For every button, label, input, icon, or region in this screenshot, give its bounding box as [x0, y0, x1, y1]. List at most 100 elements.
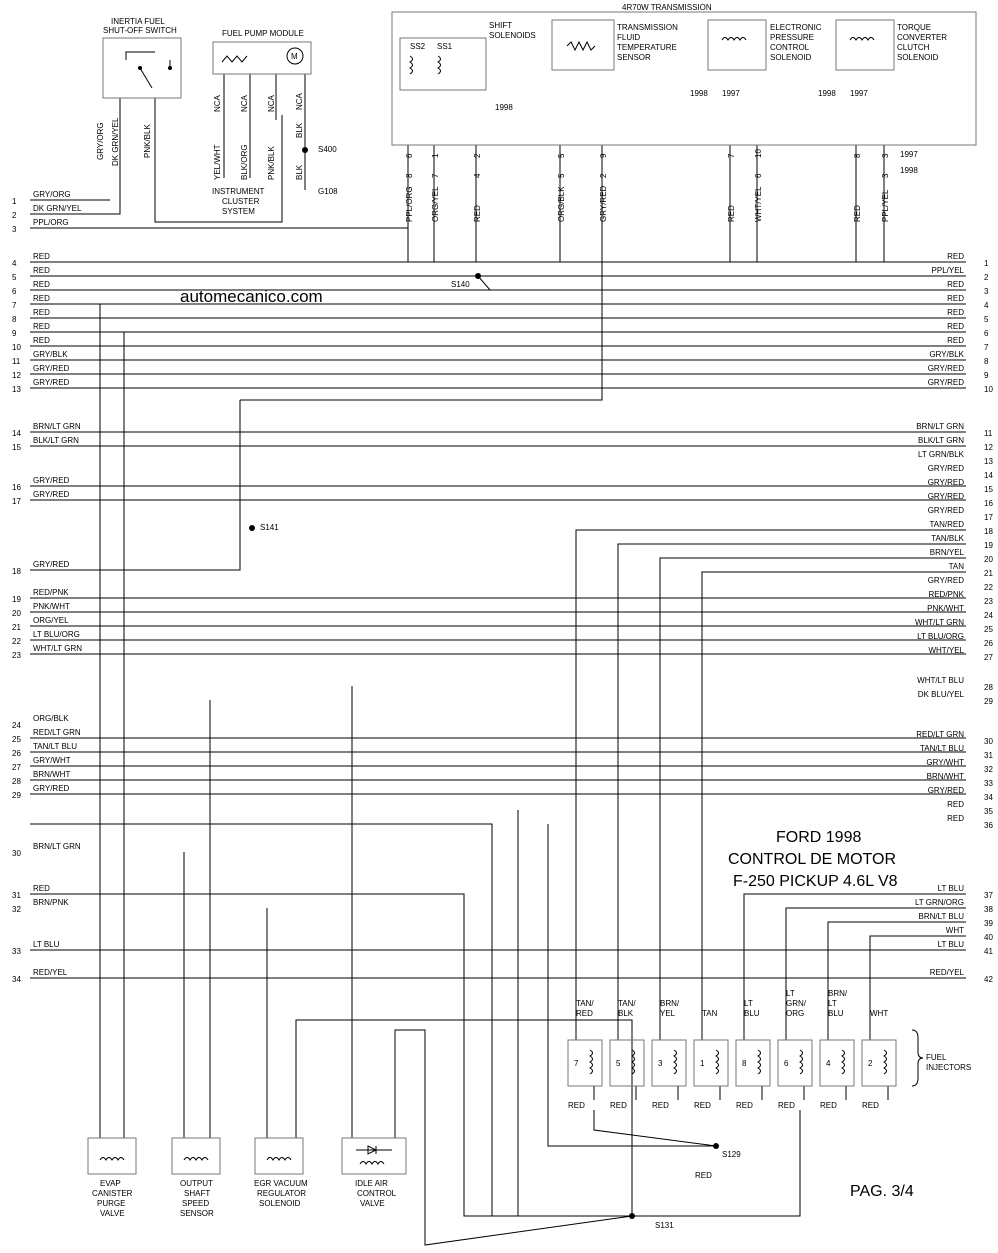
top-wire-label-7: YEL/WHT: [213, 144, 222, 180]
trans-wire-color-1: ORG/YEL: [431, 186, 440, 222]
injector-top-2-0: WHT: [870, 1009, 888, 1018]
trans-pin-6: 10: [754, 149, 763, 158]
left-wire-label-26: TAN/LT BLU: [33, 742, 77, 751]
left-pin-13: 13: [12, 385, 21, 394]
top-wire-label-0: GRY/ORG: [96, 122, 105, 160]
left-pin-31: 31: [12, 891, 21, 900]
svg-text:INERTIA FUEL: INERTIA FUEL: [111, 17, 165, 26]
left-pin-22: 22: [12, 637, 21, 646]
right-pin-27: 27: [984, 653, 993, 662]
right-wire-label-42: RED/YEL: [930, 968, 965, 977]
right-wire-label-38: LT GRN/ORG: [915, 898, 964, 907]
right-pin-23: 23: [984, 597, 993, 606]
injector-2: [861, 1039, 897, 1087]
coil-icon: [715, 1049, 719, 1075]
injector-top-6-1: GRN/: [786, 999, 807, 1008]
left-pin-3: 3: [12, 225, 17, 234]
right-pin-26: 26: [984, 639, 993, 648]
right-wire-label-28: WHT/LT BLU: [917, 676, 964, 685]
left-wire-label-15: BLK/LT GRN: [33, 436, 79, 445]
injector-num-6: 6: [784, 1059, 789, 1068]
trans-pin2-4: 2: [599, 173, 608, 178]
left-wire-label-14: BRN/LT GRN: [33, 422, 81, 431]
right-wire-label-21: TAN: [949, 562, 965, 571]
right-wire-label-27: WHT/YEL: [928, 646, 964, 655]
injector-top-5-1: BLK: [618, 1009, 634, 1018]
left-pin-25: 25: [12, 735, 21, 744]
trans-pin-4: 9: [599, 153, 608, 158]
left-pin-15: 15: [12, 443, 21, 452]
trans-wire-color-6: WHT/YEL: [754, 186, 763, 222]
right-wire-label-18: TAN/RED: [929, 520, 964, 529]
top-wire-label-9: PNK/BLK: [267, 146, 276, 180]
year-1997-c: 1997: [850, 89, 868, 98]
right-wire-label-16: GRY/RED: [928, 492, 965, 501]
right-pin-34: 34: [984, 793, 993, 802]
injector-7: [567, 1039, 603, 1087]
svg-text:CONVERTER: CONVERTER: [897, 33, 947, 42]
left-wire-label-5: RED: [33, 266, 50, 275]
splice-s400-dot: [302, 147, 308, 153]
trans-pin2-0: 8: [405, 173, 414, 178]
left-pin-34: 34: [12, 975, 21, 984]
left-pin-28: 28: [12, 777, 21, 786]
top-wire-label-3: NCA: [213, 94, 222, 112]
right-pin-18: 18: [984, 527, 993, 536]
left-wire-label-29: GRY/RED: [33, 784, 70, 793]
svg-text:REGULATOR: REGULATOR: [257, 1189, 306, 1198]
right-wire-label-14: GRY/RED: [928, 464, 965, 473]
s140-label: S140: [451, 280, 470, 289]
watermark: automecanico.com: [180, 287, 323, 306]
left-pin-27: 27: [12, 763, 21, 772]
year-1998-pin: 1998: [900, 166, 918, 175]
injector-top-4-0: BRN/: [828, 989, 848, 998]
inj-feed-1: [617, 543, 966, 1024]
left-wire-label-32: BRN/PNK: [33, 898, 69, 907]
left-pin-26: 26: [12, 749, 21, 758]
svg-text:EVAP: EVAP: [100, 1179, 121, 1188]
left-wire-label-3: PPL/ORG: [33, 218, 69, 227]
svg-text:TEMPERATURE: TEMPERATURE: [617, 43, 677, 52]
right-wire-label-12: BLK/LT GRN: [918, 436, 964, 445]
left-wire-label-28: BRN/WHT: [33, 770, 70, 779]
top-wire-label-1: DK GRN/YEL: [111, 117, 120, 166]
right-pin-33: 33: [984, 779, 993, 788]
right-pin-28: 28: [984, 683, 993, 692]
trans-pin-8: 3: [881, 153, 890, 158]
svg-text:EGR VACUUM: EGR VACUUM: [254, 1179, 308, 1188]
left-pin-33: 33: [12, 947, 21, 956]
right-wire-label-22: GRY/RED: [928, 576, 965, 585]
right-pin-20: 20: [984, 555, 993, 564]
ss2-label: SS2: [410, 42, 426, 51]
trans-pin-1: 1: [431, 153, 440, 158]
coil-icon: [799, 1049, 803, 1075]
trans-wire-color-7: RED: [853, 205, 862, 222]
svg-text:ELECTRONIC: ELECTRONIC: [770, 23, 822, 32]
inj-feed-6: [827, 921, 966, 1024]
right-wire-label-29: DK BLU/YEL: [918, 690, 965, 699]
left-wire-label-13: GRY/RED: [33, 378, 70, 387]
left-pin-6: 6: [12, 287, 17, 296]
right-pin-3: 3: [984, 287, 989, 296]
left-wire-label-10: RED: [33, 336, 50, 345]
svg-text:SOLENOID: SOLENOID: [770, 53, 812, 62]
svg-text:OUTPUT: OUTPUT: [180, 1179, 213, 1188]
injector-top-5-0: TAN/: [618, 999, 636, 1008]
right-wire-label-36: RED: [947, 814, 964, 823]
left-pin-2: 2: [12, 211, 17, 220]
evap-canister-purge-valve: EVAP CANISTER PURGE VALVE: [87, 1137, 137, 1218]
right-pin-15: 15: [984, 485, 993, 494]
right-wire-label-20: BRN/YEL: [930, 548, 965, 557]
svg-text:SENSOR: SENSOR: [180, 1209, 214, 1218]
svg-text:SENSOR: SENSOR: [617, 53, 651, 62]
injector-bottom-8: RED: [736, 1101, 753, 1110]
iac-red: [394, 1029, 633, 1246]
left-pin-20: 20: [12, 609, 21, 618]
right-wire-label-37: LT BLU: [938, 884, 965, 893]
injector-5: [609, 1039, 645, 1087]
left-pin-17: 17: [12, 497, 21, 506]
left-pin-21: 21: [12, 623, 21, 632]
left-pin-16: 16: [12, 483, 21, 492]
injector-top-4-1: LT: [828, 999, 837, 1008]
gry-red-up: [240, 145, 603, 401]
